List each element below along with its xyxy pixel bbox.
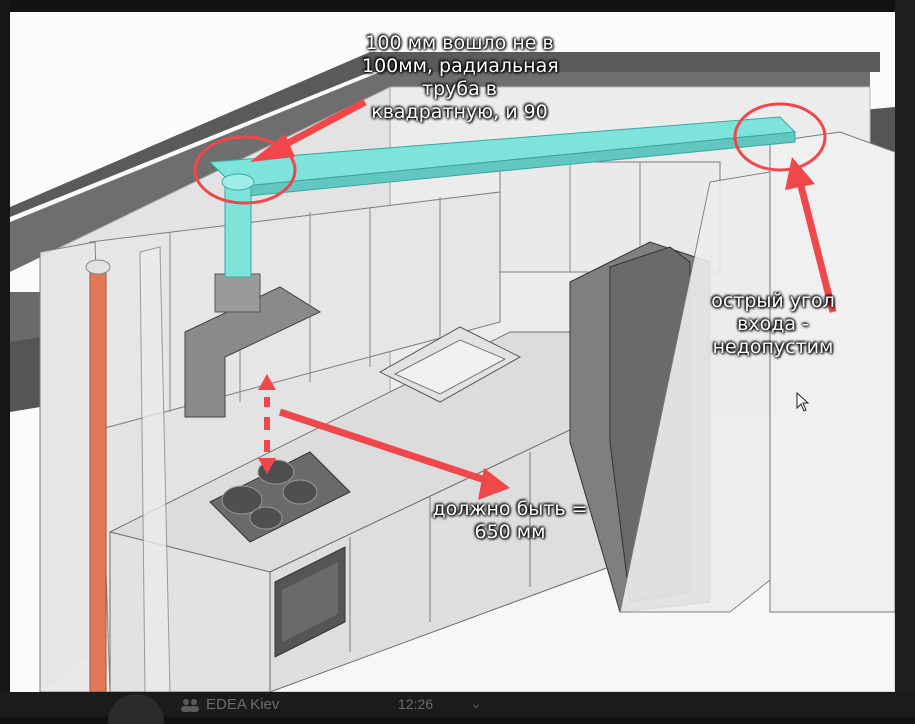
message-time: 12:26 — [398, 696, 434, 712]
wall-top-band-inner — [10, 72, 870, 272]
gas-pipe — [89, 266, 107, 692]
annotation-arrow — [278, 408, 510, 500]
highlight-circle-duct-elbow — [193, 135, 297, 205]
wall-right-pillar — [769, 131, 895, 613]
hob-ring — [249, 506, 283, 530]
note-sharp-angle: острый угол входа - недопустим — [711, 290, 835, 358]
column-left-2 — [139, 246, 171, 692]
left-background-strip — [0, 0, 10, 717]
kitchen-3d-render: 100 мм вошло не в 100мм, радиальная труб… — [10, 12, 895, 692]
avatar[interactable] — [108, 694, 164, 724]
group-name[interactable]: EDEA Kiev — [206, 696, 280, 713]
bottom-chat-bar: EDEA Kiev 12:26 ⌄ — [0, 692, 915, 724]
right-background-strip — [895, 0, 915, 717]
cursor-arrow-icon — [796, 392, 810, 412]
group-icon — [181, 699, 199, 712]
hob-ring — [221, 485, 263, 515]
note-duct-problem: 100 мм вошло не в 100мм, радиальная труб… — [362, 32, 559, 123]
column-right-tall — [619, 171, 781, 613]
note-hood-height: должно быть = 650 мм — [432, 498, 588, 543]
annotation-arrow — [250, 98, 367, 162]
dimension-arrow-dashed — [258, 374, 276, 474]
range-hood — [184, 286, 322, 418]
hob-ring — [282, 479, 318, 505]
annotation-arrow — [785, 157, 837, 313]
highlight-circle-duct-corner — [733, 102, 827, 172]
air-duct-vertical — [224, 181, 252, 278]
kitchen-render-svg — [10, 52, 895, 692]
chevron-down-icon[interactable]: ⌄ — [470, 696, 482, 712]
wall-left-gap — [10, 337, 40, 412]
wall-left-dark — [10, 292, 45, 342]
wall-top-band — [10, 52, 880, 217]
